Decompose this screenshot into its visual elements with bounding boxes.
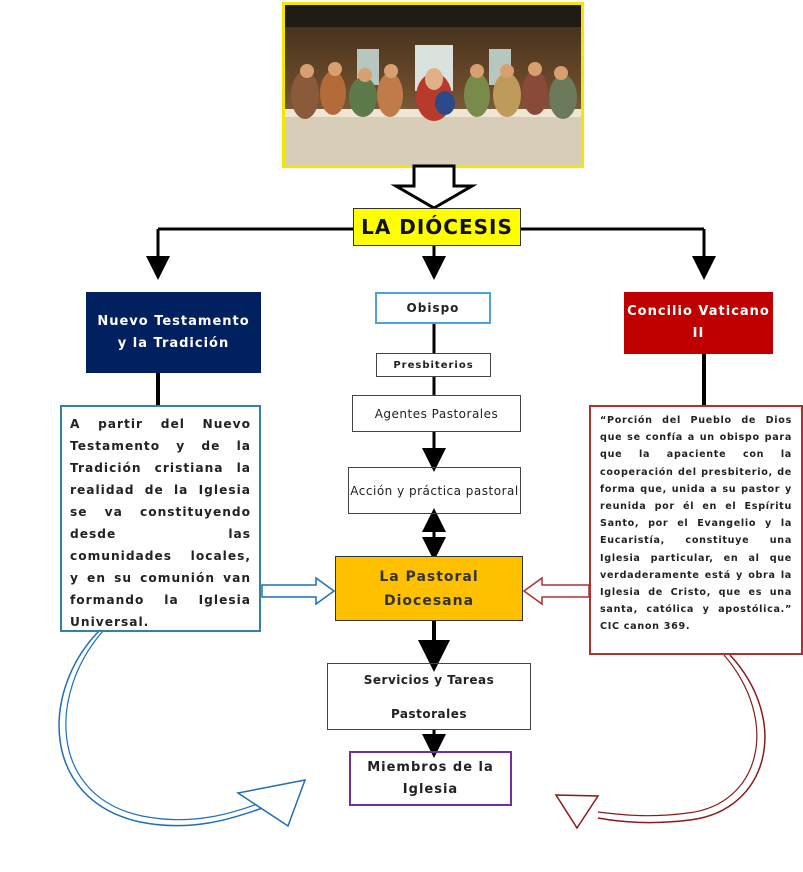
left-curved-arrow xyxy=(58,629,269,827)
last-supper-painting xyxy=(282,2,584,168)
right-hollow-arrow xyxy=(522,576,590,606)
left-hollow-arrow xyxy=(261,576,336,606)
new-testament-box: Nuevo Testamento y la Tradición xyxy=(86,292,261,373)
canon-quote-box: “Porción del Pueblo de Dios que se confí… xyxy=(589,405,803,655)
right-curved-arrow xyxy=(597,654,766,824)
pastoral-action-box: Acción y práctica pastoral xyxy=(348,467,521,514)
vatican-council-box: Concilio Vaticano II xyxy=(624,292,773,354)
left-description-box: A partir del Nuevo Testamento y de la Tr… xyxy=(60,405,261,632)
presbyteries-box: Presbiterios xyxy=(376,353,491,377)
hollow-down-arrow xyxy=(390,164,478,210)
diocesan-pastoral-box: La Pastoral Diocesana xyxy=(335,556,523,621)
bishop-box: Obispo xyxy=(375,292,491,324)
pastoral-services-box: Servicios y Tareas Pastorales xyxy=(327,663,531,730)
pastoral-agents-box: Agentes Pastorales xyxy=(352,395,521,432)
church-members-box: Miembros de la Iglesia xyxy=(349,751,512,806)
diocese-title: LA DIÓCESIS xyxy=(353,208,521,246)
